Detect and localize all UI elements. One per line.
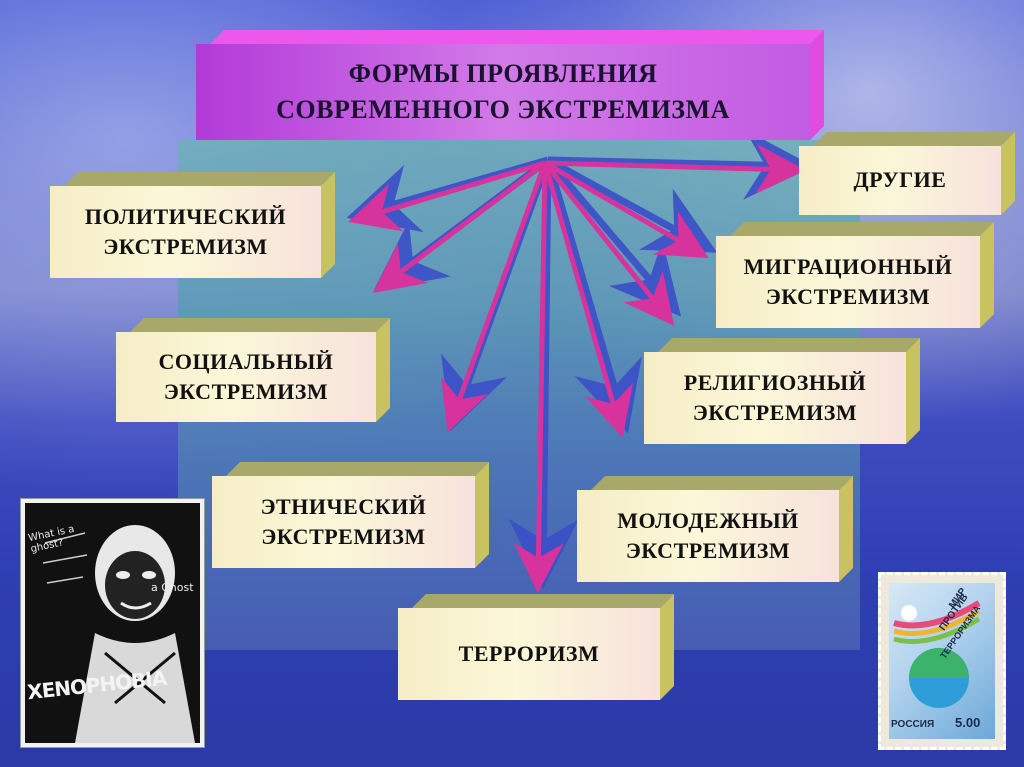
title-line-2: СОВРЕМЕННОГО ЭКСТРЕМИЗМА: [276, 95, 730, 124]
arrow-social: [373, 161, 547, 294]
social-line-2: ЭКСТРЕМИЗМ: [163, 379, 329, 404]
box-face: РЕЛИГИОЗНЫЙ ЭКСТРЕМИЗМ: [644, 352, 906, 444]
box-face: МОЛОДЕЖНЫЙ ЭКСТРЕМИЗМ: [577, 490, 839, 582]
religious-line-1: РЕЛИГИОЗНЫЙ: [683, 369, 867, 395]
box-face: ЭТНИЧЕСКИЙ ЭКСТРЕМИЗМ: [212, 476, 475, 568]
poster-face-illustration: [25, 503, 200, 743]
box-side: [376, 318, 390, 422]
poster-artwork: What is a ghost? a Ghost XENOPHOBIA: [25, 503, 200, 743]
stamp-globe-illustration: [893, 600, 981, 708]
arrow-religious: [543, 161, 675, 326]
arrow-political: [348, 160, 546, 232]
social-line-1: СОЦИАЛЬНЫЙ: [158, 348, 334, 374]
title-box-top: [210, 30, 824, 44]
box-side: [475, 462, 489, 568]
box-religious-extremism: РЕЛИГИОЗНЫЙ ЭКСТРЕМИЗМ: [644, 338, 920, 444]
arrow-ethnic: [441, 162, 548, 433]
ethnic-line-2: ЭКСТРЕМИЗМ: [261, 524, 426, 549]
box-ethnic-extremism: ЭТНИЧЕСКИЙ ЭКСТРЕМИЗМ: [212, 462, 489, 568]
box-side: [906, 338, 920, 444]
box-migration-extremism: МИГРАЦИОННЫЙ ЭКСТРЕМИЗМ: [716, 222, 994, 328]
arrow-youth: [542, 162, 634, 438]
box-side: [839, 476, 853, 582]
box-side: [980, 222, 994, 328]
youth-line-1: МОЛОДЕЖНЫЙ: [617, 507, 799, 533]
stamp-artwork: МИР ПРОТИВ ТЕРРОРИЗМА РОССИЯ 5.00: [889, 583, 995, 739]
box-side: [660, 594, 674, 700]
box-face: ПОЛИТИЧЕСКИЙ ЭКСТРЕМИЗМ: [50, 186, 321, 278]
box-side: [1001, 132, 1015, 215]
title-box-face: ФОРМЫ ПРОЯВЛЕНИЯ СОВРЕМЕННОГО ЭКСТРЕМИЗМ…: [196, 44, 810, 140]
box-top: [226, 462, 489, 476]
title-box-side: [810, 30, 824, 140]
migration-line-2: ЭКСТРЕМИЗМ: [765, 284, 931, 309]
terrorism-line-1: ТЕРРОРИЗМ: [458, 640, 600, 666]
box-political-extremism: ПОЛИТИЧЕСКИЙ ЭКСТРЕМИЗМ: [50, 172, 335, 278]
arrow-migration: [543, 160, 709, 259]
box-top: [658, 338, 920, 352]
box-face: ДРУГИЕ: [799, 146, 1001, 215]
stamp-value: 5.00: [955, 715, 981, 730]
stamp-country: РОССИЯ: [891, 719, 935, 730]
box-top: [813, 132, 1015, 146]
xenophobia-poster-image: What is a ghost? a Ghost XENOPHOBIA: [20, 498, 205, 748]
box-top: [130, 318, 390, 332]
box-top: [591, 476, 853, 490]
box-top: [412, 594, 674, 608]
box-terrorism: ТЕРРОРИЗМ: [398, 594, 674, 700]
religious-line-2: ЭКСТРЕМИЗМ: [692, 400, 858, 425]
arrow-terrorism: [513, 162, 564, 593]
box-side: [321, 172, 335, 278]
box-face: ТЕРРОРИЗМ: [398, 608, 660, 700]
arrow-other: [544, 143, 806, 194]
title-line-1: ФОРМЫ ПРОЯВЛЕНИЯ: [348, 59, 658, 89]
box-face: МИГРАЦИОННЫЙ ЭКСТРЕМИЗМ: [716, 236, 980, 328]
political-line-1: ПОЛИТИЧЕСКИЙ: [84, 203, 287, 229]
stamp-image: МИР ПРОТИВ ТЕРРОРИЗМА РОССИЯ 5.00: [878, 572, 1006, 750]
ethnic-line-1: ЭТНИЧЕСКИЙ: [260, 493, 427, 519]
box-face: СОЦИАЛЬНЫЙ ЭКСТРЕМИЗМ: [116, 332, 376, 422]
migration-line-1: МИГРАЦИОННЫЙ: [743, 253, 953, 279]
other-line-1: ДРУГИЕ: [853, 167, 947, 193]
title-box: ФОРМЫ ПРОЯВЛЕНИЯ СОВРЕМЕННОГО ЭКСТРЕМИЗМ…: [196, 30, 824, 140]
box-top: [730, 222, 994, 236]
poster-ghost-text: a Ghost: [151, 581, 194, 594]
box-youth-extremism: МОЛОДЕЖНЫЙ ЭКСТРЕМИЗМ: [577, 476, 853, 582]
youth-line-2: ЭКСТРЕМИЗМ: [625, 538, 791, 563]
box-social-extremism: СОЦИАЛЬНЫЙ ЭКСТРЕМИЗМ: [116, 318, 390, 422]
box-other: ДРУГИЕ: [799, 132, 1015, 215]
box-top: [64, 172, 335, 186]
political-line-2: ЭКСТРЕМИЗМ: [103, 234, 268, 259]
